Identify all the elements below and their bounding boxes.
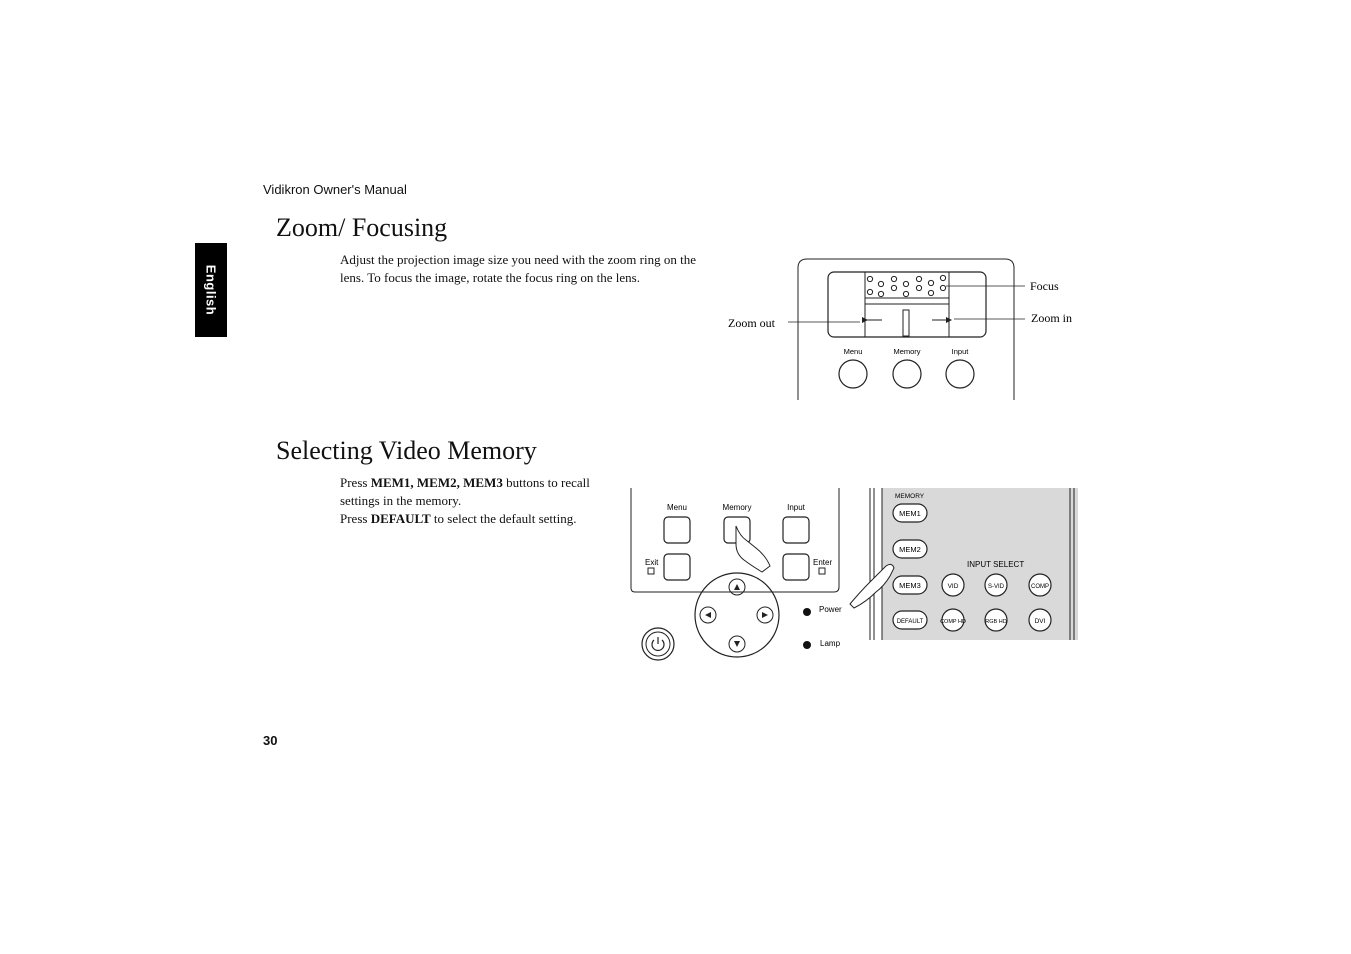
remote-mem1-button: MEM1 xyxy=(892,503,928,523)
svg-text:MEM1: MEM1 xyxy=(899,509,921,518)
zoom-focus-diagram: Focus Zoom out Zoom in Menu Memory Input xyxy=(728,258,1072,400)
focus-ring-dots xyxy=(866,274,947,298)
remote-hand-pointer-icon xyxy=(849,563,895,609)
remote-mem2-button: MEM2 xyxy=(892,539,928,559)
svg-text:DVI: DVI xyxy=(1035,618,1046,625)
arrow-right-icon xyxy=(762,612,768,618)
language-tab: English xyxy=(195,243,227,337)
menu-button-icon xyxy=(838,359,868,389)
projector-outline xyxy=(797,258,1015,400)
svg-text:COMP: COMP xyxy=(1031,584,1049,590)
panel-outline xyxy=(630,488,840,593)
label-zoom-in: Zoom in xyxy=(1031,311,1072,325)
panel-label-memory: Memory xyxy=(723,503,752,512)
hand-pointer-icon xyxy=(735,525,771,573)
zoom-lever xyxy=(902,309,910,337)
remote-dvi-button: DVI xyxy=(1028,608,1052,632)
dpad-ring xyxy=(694,572,780,658)
section-heading-memory: Selecting Video Memory xyxy=(276,436,537,465)
memory-instructions: Press MEM1, MEM2, MEM3 buttons to recall… xyxy=(340,475,590,526)
arrow-left-icon xyxy=(705,612,711,618)
lamp-indicator xyxy=(803,641,811,649)
arrow-up-icon xyxy=(734,584,740,590)
button-label-menu: Menu xyxy=(844,347,863,356)
section-heading-zoom: Zoom/ Focusing xyxy=(276,213,448,242)
arrow-down-icon xyxy=(734,641,740,647)
svg-text:S-VID: S-VID xyxy=(988,584,1005,590)
memory-button-icon xyxy=(892,359,922,389)
remote-svid-button: S-VID xyxy=(984,573,1008,597)
enter-icon xyxy=(818,567,826,575)
svg-text:MEM2: MEM2 xyxy=(899,545,921,554)
power-indicator xyxy=(803,608,811,616)
button-label-input: Input xyxy=(952,347,970,356)
language-tab-label: English xyxy=(203,264,219,316)
svg-text:RGB HD: RGB HD xyxy=(985,619,1006,625)
remote-comp-button: COMP xyxy=(1028,573,1052,597)
input-button-icon xyxy=(945,359,975,389)
remote-control-diagram: MEMORY INPUT SELECT MEM1 MEM2 MEM3 DEFAU… xyxy=(849,488,1078,640)
remote-default-button: DEFAULT xyxy=(892,610,928,630)
exit-icon xyxy=(647,567,655,575)
label-focus: Focus xyxy=(1030,279,1059,293)
zoom-instructions: Adjust the projection image size you nee… xyxy=(340,252,696,285)
panel-label-input: Input xyxy=(787,503,806,512)
power-button-outer xyxy=(641,627,675,661)
control-panel-diagram: Menu Memory Input Exit Enter Power Lamp xyxy=(630,488,842,661)
remote-vid-button: VID xyxy=(941,573,965,597)
panel-enter-button xyxy=(782,553,810,581)
panel-label-exit: Exit xyxy=(645,558,659,567)
svg-text:VID: VID xyxy=(948,583,959,590)
remote-memory-label: MEMORY xyxy=(895,493,925,500)
power-icon xyxy=(651,639,665,651)
panel-label-power: Power xyxy=(819,605,842,614)
panel-menu-button xyxy=(663,516,691,544)
label-zoom-out: Zoom out xyxy=(728,316,776,330)
panel-label-enter: Enter xyxy=(813,558,832,567)
svg-text:DEFAULT: DEFAULT xyxy=(897,619,924,625)
manual-header: Vidikron Owner's Manual xyxy=(263,182,407,197)
panel-exit-button xyxy=(663,553,691,581)
panel-label-lamp: Lamp xyxy=(820,639,841,648)
panel-input-button xyxy=(782,516,810,544)
button-label-memory: Memory xyxy=(893,347,920,356)
remote-mem3-button: MEM3 xyxy=(892,575,928,595)
remote-comphd-button: COMP HD xyxy=(940,608,966,632)
page-number: 30 xyxy=(263,733,278,748)
panel-label-menu: Menu xyxy=(667,503,687,512)
remote-rgbhd-button: RGB HD xyxy=(984,608,1008,632)
svg-text:MEM3: MEM3 xyxy=(899,581,921,590)
remote-input-select-label: INPUT SELECT xyxy=(967,560,1024,569)
svg-text:COMP HD: COMP HD xyxy=(940,619,966,625)
